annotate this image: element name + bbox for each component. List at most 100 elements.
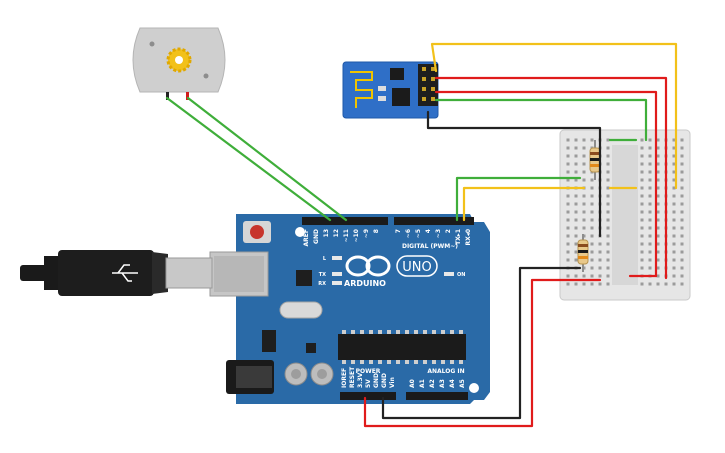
breadboard-hole xyxy=(672,178,676,182)
top-pin-label: ~11 xyxy=(343,229,350,242)
breadboard-hole xyxy=(680,258,684,262)
breadboard-hole xyxy=(582,226,586,230)
breadboard-hole xyxy=(574,202,578,206)
breadboard-hole xyxy=(672,154,676,158)
breadboard-hole xyxy=(648,234,652,238)
breadboard-hole xyxy=(574,162,578,166)
power-header xyxy=(340,392,396,400)
power-pin-label: RESET xyxy=(349,366,356,388)
breadboard-hole xyxy=(656,266,660,270)
breadboard-hole xyxy=(672,226,676,230)
breadboard-hole xyxy=(656,274,660,278)
uno-text: UNO xyxy=(402,260,431,275)
breadboard-hole xyxy=(680,194,684,198)
breadboard-hole xyxy=(680,162,684,166)
mount-hole xyxy=(469,383,479,393)
breadboard-hole xyxy=(574,154,578,158)
breadboard-hole xyxy=(648,186,652,190)
breadboard-hole xyxy=(680,282,684,286)
breadboard-hole xyxy=(606,226,610,230)
breadboard-hole xyxy=(574,250,578,254)
breadboard-hole xyxy=(606,162,610,166)
breadboard-hole xyxy=(566,218,570,222)
breadboard-hole xyxy=(672,186,676,190)
breadboard-hole xyxy=(680,170,684,174)
top-pin-label: 8 xyxy=(373,229,380,233)
chip-leg xyxy=(342,330,346,334)
analog-pin-label: A3 xyxy=(439,379,446,388)
breadboard-hole xyxy=(680,178,684,182)
usb-symbol-icon xyxy=(112,264,138,282)
chip-leg xyxy=(378,330,382,334)
breadboard-hole xyxy=(640,210,644,214)
breadboard-hole xyxy=(590,202,594,206)
breadboard-hole xyxy=(606,138,610,142)
breadboard-hole xyxy=(680,274,684,278)
breadboard-hole xyxy=(606,218,610,222)
breadboard-hole xyxy=(648,162,652,166)
breadboard-hole xyxy=(648,242,652,246)
breadboard-hole xyxy=(566,178,570,182)
top-pin-label: ~5 xyxy=(415,229,422,238)
breadboard-hole xyxy=(590,218,594,222)
breadboard-hole xyxy=(672,250,676,254)
breadboard-hole xyxy=(574,170,578,174)
breadboard-hole xyxy=(566,162,570,166)
top-pin-label: ~10 xyxy=(353,229,360,242)
breadboard-hole xyxy=(582,170,586,174)
breadboard-hole xyxy=(590,138,594,142)
mount-hole xyxy=(295,227,305,237)
wire-yellow xyxy=(430,42,678,190)
breadboard-hole xyxy=(574,258,578,262)
breadboard-hole xyxy=(606,266,610,270)
regulator xyxy=(262,330,276,352)
top-pin-label: 13 xyxy=(323,229,330,237)
analog-pin-label: A5 xyxy=(459,379,466,388)
top-pin-label: GND xyxy=(313,229,320,244)
breadboard-hole xyxy=(656,154,660,158)
breadboard-hole xyxy=(640,138,644,142)
breadboard-hole xyxy=(656,170,660,174)
breadboard-hole xyxy=(640,218,644,222)
chip-leg xyxy=(423,360,427,364)
breadboard-hole xyxy=(566,154,570,158)
breadboard-hole xyxy=(582,202,586,206)
arduino-logo-text: ARDUINO xyxy=(344,279,386,288)
wire-green xyxy=(434,98,648,142)
antenna-trace xyxy=(350,71,373,108)
breadboard-hole xyxy=(640,186,644,190)
on-led xyxy=(444,272,454,276)
chip-leg xyxy=(387,360,391,364)
breadboard-hole xyxy=(566,202,570,206)
chip-leg xyxy=(423,330,427,334)
breadboard-hole xyxy=(640,266,644,270)
breadboard-hole xyxy=(606,242,610,246)
breadboard xyxy=(559,129,691,301)
top-pin-label: 2 xyxy=(445,229,452,233)
breadboard-hole xyxy=(672,274,676,278)
breadboard-hole xyxy=(672,146,676,150)
top-pin-label: 7 xyxy=(395,229,402,233)
breadboard-hole xyxy=(574,226,578,230)
wire-black xyxy=(381,266,582,420)
chip-leg xyxy=(450,330,454,334)
breadboard-hole xyxy=(566,138,570,142)
breadboard-hole xyxy=(582,162,586,166)
breadboard-hole xyxy=(566,250,570,254)
power-pin-label: GND xyxy=(373,373,380,388)
breadboard-hole xyxy=(656,186,660,190)
breadboard-hole xyxy=(640,146,644,150)
breadboard-hole xyxy=(606,282,610,286)
chip-leg xyxy=(405,330,409,334)
breadboard-hole xyxy=(566,194,570,198)
wire-green xyxy=(455,176,582,222)
breadboard-hole xyxy=(590,186,594,190)
chip-leg xyxy=(432,360,436,364)
breadboard-hole xyxy=(680,210,684,214)
led-indicators: L TX RX xyxy=(318,256,342,287)
crystal xyxy=(279,301,323,319)
breadboard-hole xyxy=(582,154,586,158)
arduino-logo: ARDUINO xyxy=(344,255,391,288)
breadboard-hole xyxy=(574,178,578,182)
breadboard-hole xyxy=(606,202,610,206)
